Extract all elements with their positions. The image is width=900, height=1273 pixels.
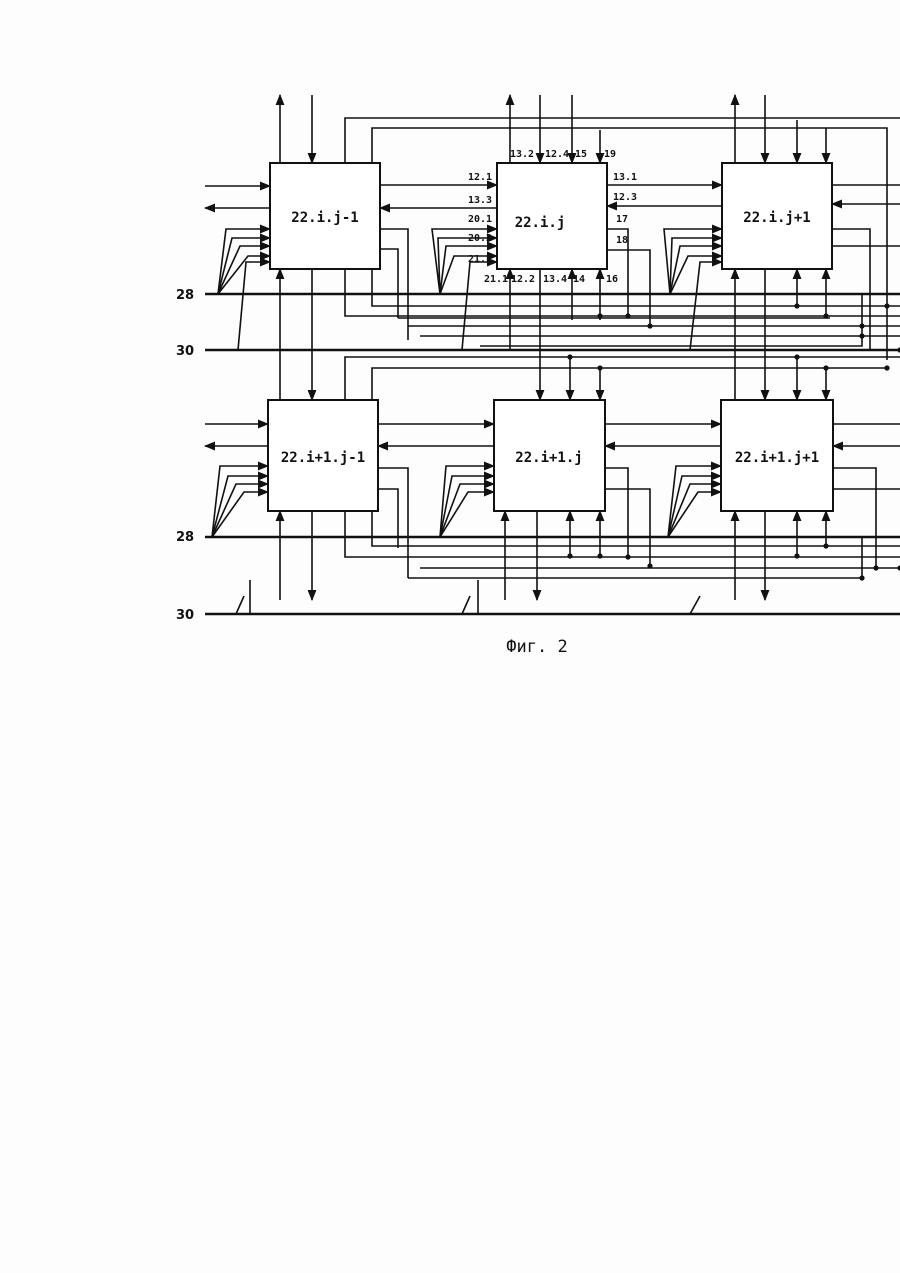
wire-23 [238,262,270,350]
block-22-i-plus-1-j: 22.i+1.j [494,400,605,511]
wire-15 [345,118,900,163]
wire-44 [832,229,870,350]
pin-top-4: 19 [604,149,616,160]
figure-caption: Фиг. 2 [506,637,567,657]
block-label: 22.i.j [515,215,566,231]
wire-92 [833,468,876,568]
pin-bottom-2: 12.2 [511,274,535,285]
block-label: 22.i.j+1 [743,210,810,226]
pin-top-1: 13.2 [510,149,534,160]
wire-27 [380,249,398,318]
pin-bottom-1: 21.1 [484,274,508,285]
pin-top-3: 15 [575,149,587,160]
wire-49 [372,269,900,306]
junction-dot [823,543,828,548]
pin-left-1: 12.1 [468,172,492,183]
junction-dot [794,303,799,308]
junction-dot [625,554,630,559]
bus-label-28-row2: 28 [176,530,194,545]
pin-bottom-3: 13.4 [543,274,567,285]
pin-right-4: 18 [616,235,628,246]
junction-dot [794,354,799,359]
pin-left-3: 20.1 [468,214,492,225]
wire-26 [380,229,408,340]
wire-61 [480,295,862,346]
wire-108 [236,596,244,614]
junction-dot [884,365,889,370]
wire-62 [345,357,900,400]
junction-dot [794,553,799,558]
wire-97 [372,511,900,546]
wire-77 [378,489,398,548]
block-22-i-j: 22.i.j [497,163,607,269]
wire-71 [212,476,268,537]
junction-dot [859,333,864,338]
wire-110 [462,596,470,614]
wire-96 [345,511,900,557]
wire-84 [605,468,628,557]
wire-76 [378,468,408,578]
block-22-i-plus-1-j-minus-1: 22.i+1.j-1 [268,400,378,511]
pin-right-2: 12.3 [613,192,637,203]
block-22-i-j-plus-1: 22.i.j+1 [722,163,832,269]
junction-dot [647,563,652,568]
junction-dot [567,553,572,558]
wire-63 [372,368,887,400]
junction-dot [597,313,602,318]
junction-dot [597,553,602,558]
junction-dot [647,323,652,328]
wire-79 [440,476,494,537]
pin-left-2: 13.3 [468,195,492,206]
junction-dot [823,313,828,318]
pin-top-2: 12.4 [545,149,569,160]
pin-bottom-5: 16 [606,274,618,285]
junction-dot [859,575,864,580]
pin-left-5: 21.k [468,254,492,265]
wire-39 [670,246,722,294]
wire-89 [668,492,721,537]
wire-48 [345,269,900,316]
wire-112 [690,596,700,614]
junction-dot [597,365,602,370]
wire-73 [212,492,268,537]
block-label: 22.i.j-1 [291,210,358,226]
block-22-i-plus-1-j-plus-1: 22.i+1.j+1 [721,400,833,511]
block-22-i-j-minus-1: 22.i.j-1 [270,163,380,269]
block-label: 22.i+1.j-1 [281,450,365,466]
pin-right-3: 17 [616,214,628,225]
junction-dot [625,313,630,318]
pin-right-1: 13.1 [613,172,637,183]
junction-dot [884,303,889,308]
junction-dot [873,565,878,570]
block-label: 22.i+1.j+1 [735,450,819,466]
pin-bottom-4: 14 [573,274,585,285]
junction-dot [567,354,572,359]
block-label: 22.i+1.j [515,450,582,466]
bus-label-28-row1: 28 [176,288,194,303]
wire-87 [668,476,721,537]
pin-left-4: 20.2 [468,233,492,244]
bus-label-30-row1: 30 [176,344,194,359]
junction-dot [823,365,828,370]
junction-dot [859,323,864,328]
bus-label-30-row2: 30 [176,608,194,623]
